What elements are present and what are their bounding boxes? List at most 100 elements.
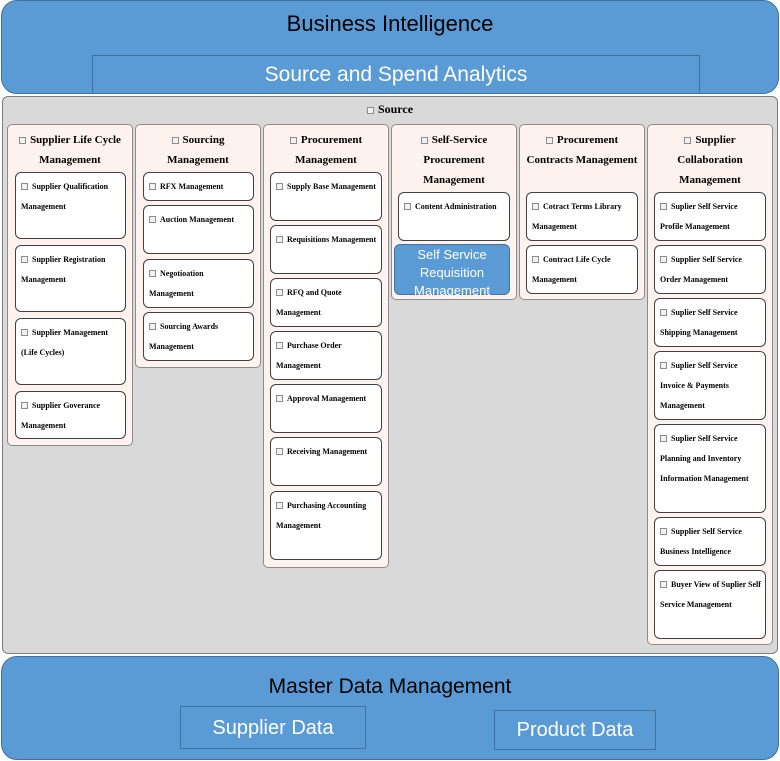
column-title: Supplier Collaboration Management [652, 130, 768, 190]
item-label: Negotioation Management [149, 269, 204, 298]
checkbox-icon[interactable] [366, 107, 374, 114]
checkbox-icon[interactable] [276, 183, 283, 190]
master-data-title: Master Data Management [268, 675, 512, 698]
column-self-service-procurement: Self-Service Procurement Management Cont… [391, 124, 517, 300]
list-item[interactable]: Suplier Self Service Shipping Management [654, 298, 766, 347]
item-label: Sourcing Awards Management [149, 322, 219, 351]
column-title: Sourcing Management [140, 130, 256, 170]
item-label: Suplier Self Service Shipping Management [660, 308, 738, 337]
list-item[interactable]: Contract Life Cycle Management [526, 245, 638, 294]
checkbox-icon[interactable] [404, 203, 411, 210]
checkbox-icon[interactable] [276, 289, 283, 296]
list-item[interactable]: Approval Management [270, 384, 382, 433]
item-label: Auction Management [160, 215, 234, 224]
checkbox-icon[interactable] [532, 203, 539, 210]
column-title-text: Procurement Contracts Management [526, 134, 638, 166]
master-data-band: Master Data Management [1, 656, 779, 760]
list-item[interactable]: Supplier Registration Management [15, 245, 126, 312]
business-intelligence-title: Business Intelligence [286, 11, 494, 36]
list-item[interactable]: RFQ and Quote Management [270, 278, 382, 327]
item-label: Requisitions Management [287, 235, 377, 244]
checkbox-icon[interactable] [276, 395, 283, 402]
item-label: Cotract Terms Library Management [532, 202, 622, 231]
item-label: Purchasing Accounting Management [276, 501, 367, 530]
column-title: Self-Service Procurement Management [396, 130, 512, 190]
checkbox-icon[interactable] [660, 203, 667, 210]
item-label: Supplier Self Service Order Management [660, 255, 742, 284]
list-item[interactable]: Supplier Self Service Order Management [654, 245, 766, 294]
list-item[interactable]: Cotract Terms Library Management [526, 192, 638, 241]
list-item[interactable]: Negotioation Management [143, 259, 254, 308]
list-item[interactable]: Supplier Management (Life Cycles) [15, 318, 126, 385]
item-label: Content Administration [415, 202, 497, 211]
checkbox-icon[interactable] [149, 270, 156, 277]
list-item[interactable]: Suplier Self Service Planning and Invent… [654, 424, 766, 513]
checkbox-icon[interactable] [660, 362, 667, 369]
checkbox-icon[interactable] [276, 236, 283, 243]
source-label-text: Source [377, 102, 414, 116]
checkbox-icon[interactable] [660, 309, 667, 316]
list-item[interactable]: Supplier Goverance Management [15, 391, 126, 439]
checkbox-icon[interactable] [289, 137, 297, 144]
source-spend-analytics-box: Source and Spend Analytics [92, 55, 700, 94]
list-item[interactable]: Auction Management [143, 205, 254, 254]
column-procurement-contracts: Procurement Contracts Management Cotract… [519, 124, 645, 300]
checkbox-icon[interactable] [660, 435, 667, 442]
list-item[interactable]: Purchase Order Management [270, 331, 382, 380]
column-title: Procurement Management [268, 130, 384, 170]
list-item[interactable]: Requisitions Management [270, 225, 382, 274]
item-label: Receiving Management [287, 447, 368, 456]
checkbox-icon[interactable] [545, 137, 553, 144]
item-label: Supplier Goverance Management [21, 401, 101, 430]
checkbox-icon[interactable] [149, 183, 156, 190]
list-item[interactable]: RFX Management [143, 172, 254, 201]
item-label: Supplier Qualification Management [21, 182, 109, 211]
checkbox-icon[interactable] [149, 216, 156, 223]
item-label: RFX Management [160, 182, 224, 191]
item-label: Suplier Self Service Invoice & Payments … [660, 361, 738, 410]
list-item[interactable]: Supply Base Management [270, 172, 382, 221]
checkbox-icon[interactable] [684, 137, 692, 144]
column-procurement: Procurement Management Supply Base Manag… [263, 124, 389, 568]
checkbox-icon[interactable] [21, 183, 28, 190]
column-title: Procurement Contracts Management [524, 130, 640, 170]
list-item[interactable]: Supplier Self Service Business Intellige… [654, 517, 766, 566]
column-title: Supplier Life Cycle Management [12, 130, 128, 170]
checkbox-icon[interactable] [21, 402, 28, 409]
checkbox-icon[interactable] [276, 448, 283, 455]
item-label: Contract Life Cycle Management [532, 255, 611, 284]
checkbox-icon[interactable] [660, 581, 667, 588]
list-item[interactable]: Supplier Qualification Management [15, 172, 126, 239]
column-title-text: Procurement Management [295, 134, 363, 166]
item-label: Suplier Self Service Planning and Invent… [660, 434, 749, 483]
item-label: Supply Base Management [287, 182, 376, 191]
column-title-text: Sourcing Management [167, 134, 229, 166]
list-item-highlighted[interactable]: Self Service Requisition Management [394, 244, 510, 298]
list-item[interactable]: Receiving Management [270, 437, 382, 486]
list-item[interactable]: Content Administration [398, 192, 510, 241]
list-item[interactable]: Suplier Self Service Invoice & Payments … [654, 351, 766, 420]
source-label: Source [3, 102, 777, 117]
item-label: RFQ and Quote Management [276, 288, 342, 317]
checkbox-icon[interactable] [19, 137, 27, 144]
checkbox-icon[interactable] [420, 137, 428, 144]
checkbox-icon[interactable] [532, 256, 539, 263]
column-title-text: Supplier Life Cycle Management [30, 134, 121, 166]
list-item[interactable]: Suplier Self Service Profile Management [654, 192, 766, 241]
checkbox-icon[interactable] [171, 137, 179, 144]
checkbox-icon[interactable] [276, 502, 283, 509]
list-item[interactable]: Buyer View of Suplier Self Service Manag… [654, 570, 766, 639]
list-item[interactable]: Purchasing Accounting Management [270, 491, 382, 560]
checkbox-icon[interactable] [21, 256, 28, 263]
column-title-text: Self-Service Procurement Management [423, 134, 488, 186]
checkbox-icon[interactable] [21, 329, 28, 336]
column-supplier-life-cycle: Supplier Life Cycle Management Supplier … [7, 124, 133, 446]
item-label: Buyer View of Suplier Self Service Manag… [660, 580, 761, 609]
item-label: Approval Management [287, 394, 367, 403]
checkbox-icon[interactable] [149, 323, 156, 330]
checkbox-icon[interactable] [660, 256, 667, 263]
list-item[interactable]: Sourcing Awards Management [143, 312, 254, 361]
product-data-box: Product Data [494, 710, 656, 750]
checkbox-icon[interactable] [276, 342, 283, 349]
checkbox-icon[interactable] [660, 528, 667, 535]
